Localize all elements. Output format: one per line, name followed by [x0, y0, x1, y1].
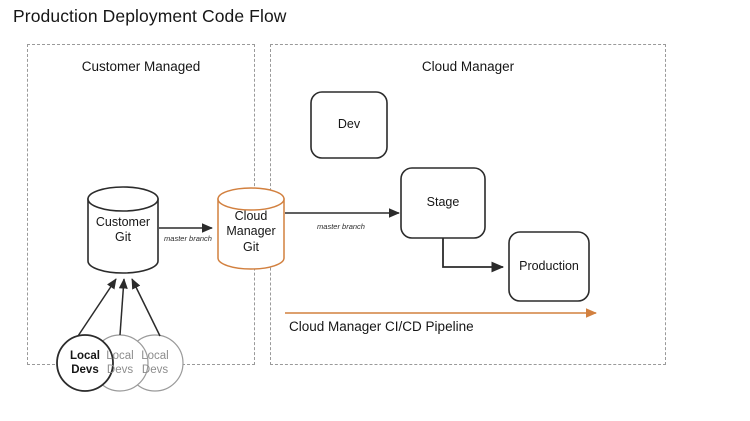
node-cloud-manager-git-label: Cloud Manager Git: [226, 208, 276, 254]
edge-label-master-branch-2: master branch: [317, 222, 365, 231]
page-title: Production Deployment Code Flow: [13, 6, 287, 26]
pipeline-label: Cloud Manager CI/CD Pipeline: [289, 319, 474, 334]
node-local-devs-mid-label: Local Devs: [106, 350, 134, 376]
node-dev-label: Dev: [337, 117, 361, 132]
node-production-label: Production: [519, 258, 579, 273]
edge-label-master-branch-1: master branch: [164, 234, 212, 243]
node-local-devs-front-label: Local Devs: [69, 350, 101, 376]
node-stage-label: Stage: [426, 195, 460, 210]
node-local-devs-back-label: Local Devs: [141, 350, 169, 376]
zone-customer-managed-title: Customer Managed: [81, 59, 201, 74]
node-customer-git-label: Customer Git: [95, 214, 151, 245]
zone-cloud-manager-title: Cloud Manager: [421, 59, 515, 74]
